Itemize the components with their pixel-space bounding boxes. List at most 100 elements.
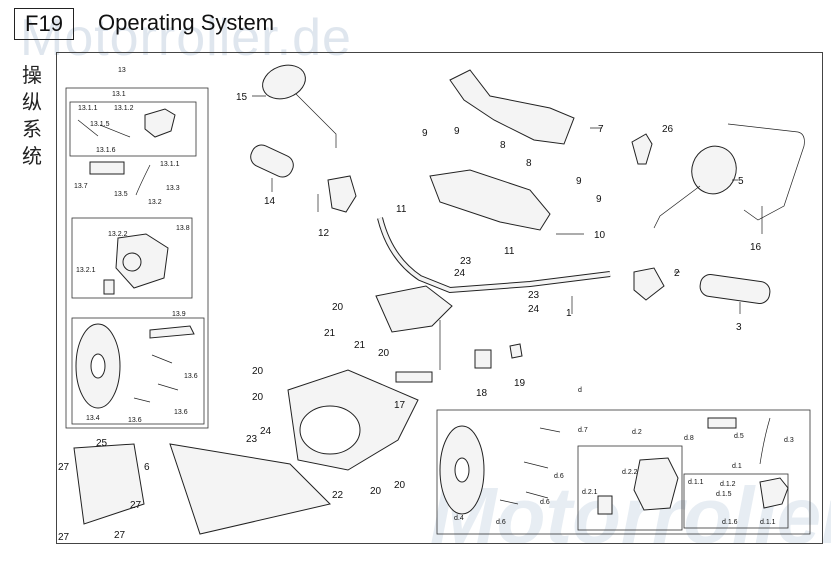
watermark: Motorroller.de [20,9,352,67]
label-d1-6: d.1.6 [722,519,738,526]
label-24a: 24 [454,268,466,279]
part-labels: 15 7 26 5 16 10 2 3 1 14 12 9 9 8 8 9 9 … [58,67,794,543]
label-13-6a: 13.6 [184,373,198,380]
label-19: 19 [514,378,526,389]
brake-hose [135,164,151,196]
rear-brake-hose [759,417,771,465]
leader-lines [252,95,763,314]
label-13-1-6: 13.1.6 [96,147,116,154]
label-10: 10 [594,230,606,241]
grip-left [250,144,294,178]
bracket-13-9 [149,325,195,339]
label-14: 14 [264,196,276,207]
label-5: 5 [738,176,744,187]
label-d2-2: d.2.2 [622,469,638,476]
label-21a: 21 [324,328,336,339]
label-1: 1 [566,308,572,319]
chinese-title: 操纵系统 [22,63,42,168]
part-19 [509,343,523,359]
label-d6c: d.6 [496,519,506,526]
label-20c: 20 [252,366,264,377]
lever-subbox [69,101,197,157]
label-d2-1: d.2.1 [582,489,598,496]
brake-assembly-box [65,87,209,429]
caliper-piston [122,252,142,272]
main-parts [73,64,805,535]
label-21b: 21 [354,340,366,351]
parts-diagram-page: Motorroller.de Motorroller F19 Operating… [14,8,831,560]
mirror-right [691,145,737,195]
mirror-left [262,64,306,100]
brake-assembly-d [436,409,811,535]
label-20e: 20 [370,486,382,497]
label-d1-1b: d.1.1 [760,519,776,526]
caliper-subbox [71,217,193,299]
label-27a: 27 [58,462,70,473]
label-9b: 9 [454,126,460,137]
rear-caliper-subbox [577,445,683,531]
label-13-8: 13.8 [176,225,190,232]
label-13-2-1: 13.2.1 [76,267,96,274]
brake-assembly-13 [65,87,209,429]
label-9d: 9 [596,194,602,205]
handlebar-cover-rear [429,169,551,231]
exploded-view-diagram: 15 7 26 5 16 10 2 3 1 14 12 9 9 8 8 9 9 … [58,64,811,543]
label-7: 7 [598,124,604,135]
label-13-5: 13.5 [114,191,128,198]
label-13-1-1a: 13.1.1 [78,105,98,112]
label-9a: 9 [422,128,428,139]
label-11b: 11 [504,246,515,257]
label-d5: d.5 [734,433,744,440]
lever-parts [77,119,131,138]
rear-reservoir-cap [707,417,737,429]
diagram-code: F19 [14,8,74,40]
label-20b: 20 [378,348,390,359]
disc-hub [90,353,106,379]
label-d1-1a: d.1.1 [688,479,704,486]
label-d6a: d.6 [554,473,564,480]
label-15: 15 [236,92,248,103]
cable-16 [727,123,805,221]
label-17: 17 [394,400,406,411]
label-13-1-1b: 13.1.1 [160,161,180,168]
cowl-6 [169,443,331,535]
diagram-frame [56,52,823,544]
bolt-17 [395,371,433,383]
handlebar-clamp [375,285,453,333]
label-23c: 23 [246,434,258,445]
rear-brake-box [436,409,811,535]
part-18 [474,349,492,369]
label-20f: 20 [394,480,406,491]
label-d1: d.1 [732,463,742,470]
label-12: 12 [318,228,330,239]
label-d4: d.4 [454,515,464,522]
label-22: 22 [332,490,344,501]
disc-subbox [71,317,205,425]
reservoir-cap [89,161,125,175]
label-6: 6 [144,462,150,473]
label-25: 25 [96,438,108,449]
label-3: 3 [736,322,742,333]
label-23a: 23 [460,256,472,267]
label-27c: 27 [58,532,70,543]
label-13-4: 13.4 [86,415,100,422]
label-2: 2 [674,268,680,279]
disc-bolts [133,354,179,403]
label-13: 13 [118,67,126,74]
label-13-3: 13.3 [166,185,180,192]
rear-lever-subbox [683,473,789,529]
label-13-6b: 13.6 [174,409,188,416]
label-13-6c: 13.6 [128,417,142,424]
label-9c: 9 [576,176,582,187]
grip-right [699,274,771,304]
handlebar-inner [378,217,611,293]
brake-pad [103,279,115,295]
label-24c: 24 [260,426,272,437]
part-26 [631,133,653,165]
label-16: 16 [750,242,762,253]
label-d7: d.7 [578,427,588,434]
label-23b: 23 [528,290,540,301]
page-title: Operating System [98,10,275,35]
label-13-1-2: 13.1.2 [114,105,134,112]
switch-left [327,175,357,213]
